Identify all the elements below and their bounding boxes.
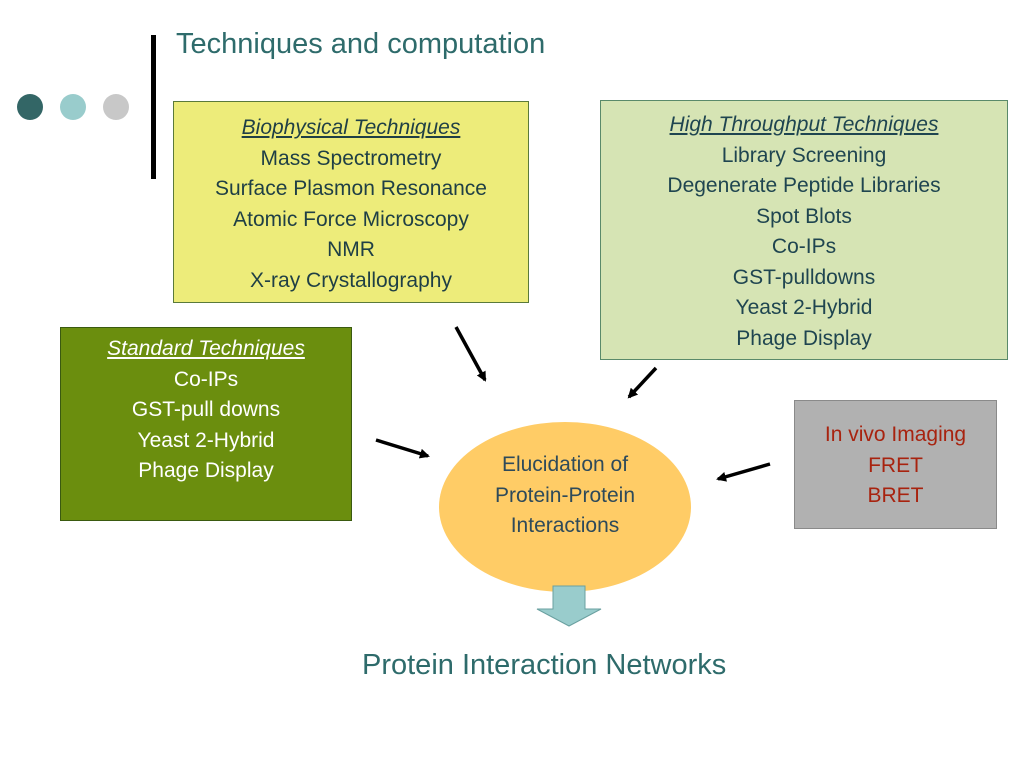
ellipse-text-line: Protein-Protein xyxy=(494,483,636,507)
high-throughput-item: Phage Display xyxy=(736,326,872,350)
biophysical-techniques-box: Biophysical Techniques Mass Spectrometry… xyxy=(173,101,529,303)
ellipse-text-line: Interactions xyxy=(510,514,620,537)
in-vivo-item: In vivo Imaging xyxy=(824,423,967,446)
arrow-from-in-vivo xyxy=(716,462,771,482)
decor-dot-dark xyxy=(17,94,43,120)
biophysical-item: Surface Plasmon Resonance xyxy=(215,177,487,200)
high-throughput-item: GST-pulldowns xyxy=(732,265,876,289)
biophysical-item: Mass Spectrometry xyxy=(260,146,442,170)
high-throughput-techniques-box: High Throughput Techniques Library Scree… xyxy=(600,100,1008,360)
decor-dot-gray xyxy=(103,94,129,120)
high-throughput-item: Co-IPs xyxy=(771,235,837,258)
biophysical-header: Biophysical Techniques xyxy=(241,116,461,139)
arrow-from-biophysical xyxy=(454,326,487,382)
standard-item: GST-pull downs xyxy=(131,398,281,421)
standard-item: Co-IPs xyxy=(173,367,239,391)
high-throughput-item: Spot Blots xyxy=(756,204,852,228)
ellipse-text-line: Elucidation of xyxy=(501,453,629,476)
in-vivo-imaging-box: In vivo Imaging FRET BRET xyxy=(794,400,997,529)
high-throughput-item: Yeast 2-Hybrid xyxy=(735,296,873,319)
biophysical-item: NMR xyxy=(327,238,375,261)
biophysical-item: X-ray Crystallography xyxy=(250,268,452,292)
arrow-from-high-throughput xyxy=(627,366,658,399)
in-vivo-item: BRET xyxy=(867,484,924,507)
high-throughput-item: Degenerate Peptide Libraries xyxy=(667,174,941,197)
title-divider-bar xyxy=(151,35,156,179)
high-throughput-item: Library Screening xyxy=(721,143,887,167)
standard-item: Phage Display xyxy=(138,459,274,482)
decor-dot-teal xyxy=(60,94,86,120)
standard-techniques-box: Standard Techniques Co-IPs GST-pull down… xyxy=(60,327,352,521)
slide-title: Techniques and computation xyxy=(176,28,546,60)
biophysical-item: Atomic Force Microscopy xyxy=(233,207,469,231)
elucidation-ellipse: Elucidation of Protein-Protein Interacti… xyxy=(439,422,691,592)
down-block-arrow xyxy=(536,585,602,627)
high-throughput-header: High Throughput Techniques xyxy=(669,113,939,136)
standard-header: Standard Techniques xyxy=(107,337,305,360)
standard-item: Yeast 2-Hybrid xyxy=(137,428,275,452)
protein-interaction-networks-label: Protein Interaction Networks xyxy=(362,649,727,681)
arrow-from-standard xyxy=(375,438,430,459)
in-vivo-item: FRET xyxy=(868,453,923,477)
